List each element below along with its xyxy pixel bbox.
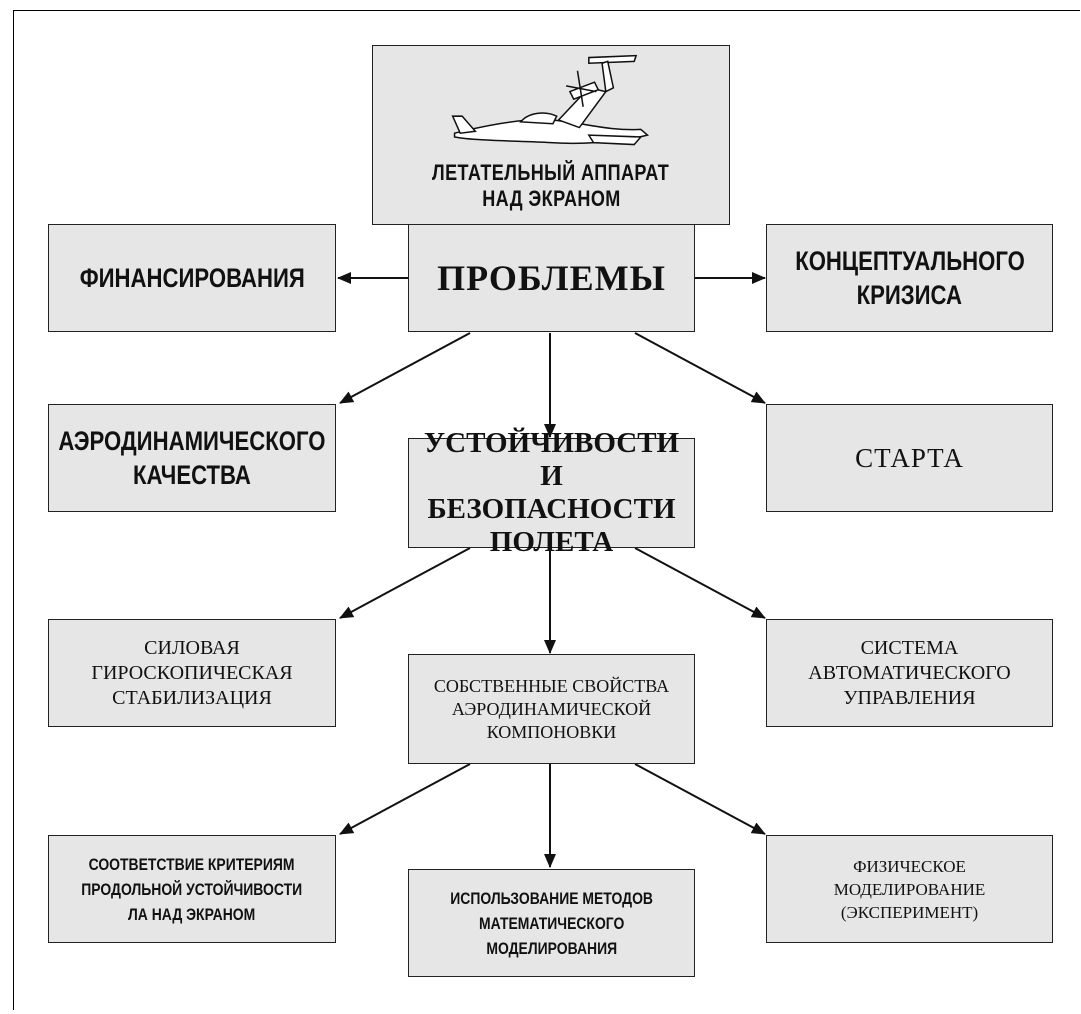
stability-line-1: УСТОЙЧИВОСТИ (423, 427, 680, 459)
own-properties-box: СОБСТВЕННЫЕ СВОЙСТВА АЭРОДИНАМИЧЕСКОЙ КО… (408, 654, 695, 764)
aircraft-title-line-2: НАД ЭКРАНОМ (481, 186, 621, 211)
criteria-line-2: ПРОДОЛЬНОЙ УСТОЙЧИВОСТИ (81, 879, 303, 899)
diagram-frame (13, 10, 1080, 1010)
math-line-3: МОДЕЛИРОВАНИЯ (486, 938, 617, 958)
physical-line-2: МОДЕЛИРОВАНИЕ (833, 879, 986, 899)
conceptual-crisis-box: КОНЦЕПТУАЛЬНОГО КРИЗИСА (766, 224, 1053, 332)
arrow-stability-to-gyro (339, 547, 471, 619)
financing-box: ФИНАНСИРОВАНИЯ (48, 224, 336, 332)
aero-quality-line-2: КАЧЕСТВА (133, 460, 251, 490)
auto-control-box: СИСТЕМА АВТОМАТИЧЕСКОГО УПРАВЛЕНИЯ (766, 619, 1053, 727)
aircraft-box: ЛЕТАТЕЛЬНЫЙ АППАРАТ НАД ЭКРАНОМ (372, 45, 730, 225)
physical-modeling-box: ФИЗИЧЕСКОЕ МОДЕЛИРОВАНИЕ (ЭКСПЕРИМЕНТ) (766, 835, 1053, 943)
own-props-line-2: АЭРОДИНАМИЧЕСКОЙ (451, 698, 652, 719)
stability-line-3: ПОЛЕТА (489, 526, 614, 558)
arrow-problems-to-aero-quality (339, 332, 471, 404)
math-line-1: ИСПОЛЬЗОВАНИЕ МЕТОДОВ (450, 888, 653, 908)
gyro-line-3: СТАБИЛИЗАЦИЯ (112, 686, 272, 709)
criteria-box: СООТВЕТСТВИЕ КРИТЕРИЯМ ПРОДОЛЬНОЙ УСТОЙЧ… (48, 835, 336, 943)
gyro-line-2: ГИРОСКОПИЧЕСКАЯ (91, 661, 293, 684)
physical-line-1: ФИЗИЧЕСКОЕ (853, 856, 966, 876)
conceptual-line-2: КРИЗИСА (856, 280, 963, 310)
aero-quality-line-1: АЭРОДИНАМИЧЕСКОГО (58, 426, 326, 456)
stability-line-2: И БЕЗОПАСНОСТИ (427, 460, 676, 525)
stability-box: УСТОЙЧИВОСТИ И БЕЗОПАСНОСТИ ПОЛЕТА (408, 427, 695, 558)
own-props-line-3: КОМПОНОВКИ (486, 721, 617, 742)
math-line-2: МАТЕМАТИЧЕСКОГО (478, 913, 625, 933)
start-label: СТАРТА (855, 442, 964, 473)
problems-label: ПРОБЛЕМЫ (437, 258, 666, 298)
start-box: СТАРТА (766, 404, 1053, 512)
math-modeling-box: ИСПОЛЬЗОВАНИЕ МЕТОДОВ МАТЕМАТИЧЕСКОГО МО… (408, 869, 695, 977)
conceptual-line-1: КОНЦЕПТУАЛЬНОГО (794, 246, 1025, 276)
arrow-own-props-to-criteria (339, 763, 471, 835)
auto-control-line-3: УПРАВЛЕНИЯ (843, 686, 976, 709)
aero-quality-box: АЭРОДИНАМИЧЕСКОГО КАЧЕСТВА (48, 404, 336, 512)
arrow-problems-to-start (634, 332, 766, 404)
problems-box: ПРОБЛЕМЫ (408, 224, 695, 332)
gyro-stabilization-box: СИЛОВАЯ ГИРОСКОПИЧЕСКАЯ СТАБИЛИЗАЦИЯ (48, 619, 336, 727)
gyro-line-1: СИЛОВАЯ (144, 636, 240, 659)
financing-label: ФИНАНСИРОВАНИЯ (79, 262, 305, 293)
auto-control-line-1: СИСТЕМА (860, 636, 959, 659)
criteria-line-1: СООТВЕТСТВИЕ КРИТЕРИЯМ (89, 854, 295, 874)
aircraft-title-line-1: ЛЕТАТЕЛЬНЫЙ АППАРАТ (432, 160, 670, 185)
own-props-line-1: СОБСТВЕННЫЕ СВОЙСТВА (433, 675, 670, 696)
ground-effect-vehicle-icon (451, 54, 650, 146)
arrow-stability-to-auto-control (634, 547, 766, 619)
auto-control-line-2: АВТОМАТИЧЕСКОГО (808, 661, 1011, 684)
criteria-line-3: ЛА НАД ЭКРАНОМ (128, 904, 256, 924)
arrow-own-props-to-physical (634, 763, 766, 835)
physical-line-3: (ЭКСПЕРИМЕНТ) (840, 902, 979, 922)
